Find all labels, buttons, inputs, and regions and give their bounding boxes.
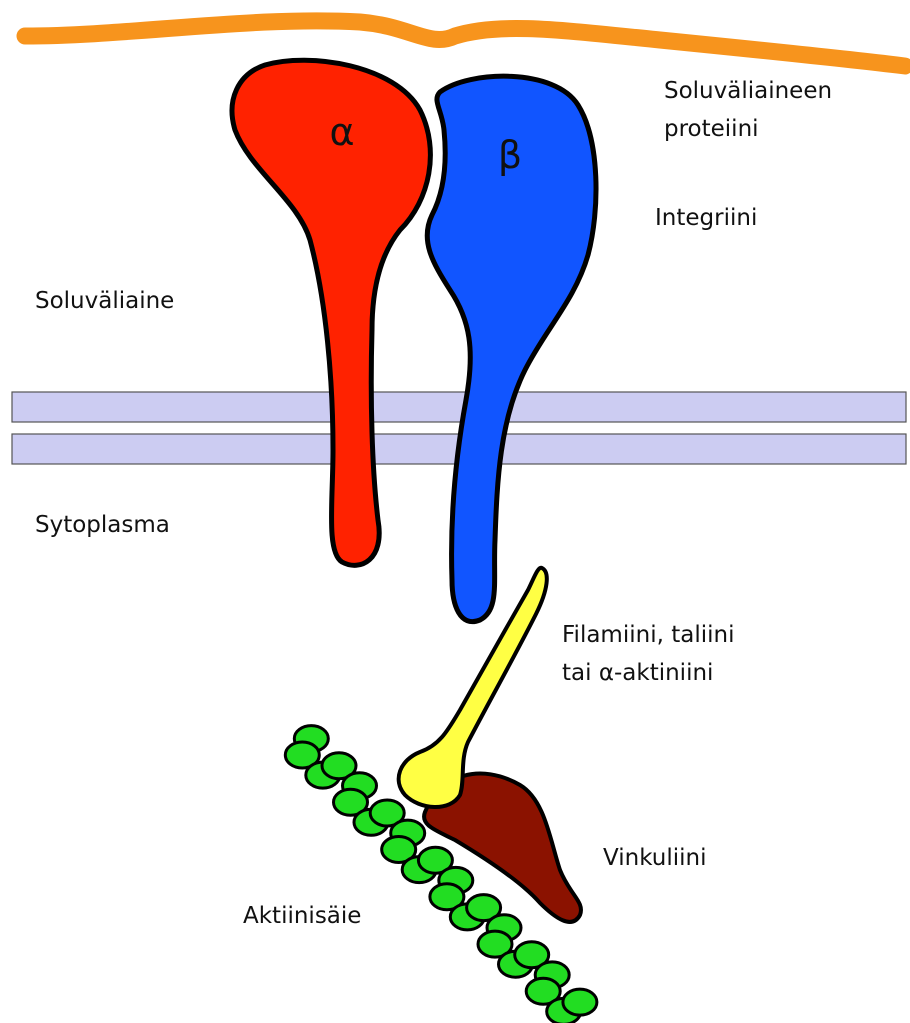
vinculin-label: Vinkuliini (603, 841, 707, 875)
adaptor-label-line1: Filamiini, taliini (562, 618, 734, 652)
alpha-subunit-label: α (329, 110, 354, 154)
integrin-label: Integriini (655, 201, 757, 235)
ecm-label: Soluväliaine (35, 284, 174, 318)
actin-monomer (563, 989, 597, 1015)
membrane-outer-layer (12, 392, 906, 422)
ecm-protein-label-line2: proteiini (664, 112, 759, 146)
ecm-protein-label-line1: Soluväliaineen (664, 74, 832, 108)
actin-label: Aktiinisäie (243, 899, 361, 933)
beta-subunit-label: β (498, 133, 522, 177)
cytoplasm-label: Sytoplasma (35, 508, 170, 542)
adaptor-label-line2: tai α-aktiniini (562, 656, 713, 690)
ecm-protein-fiber (25, 21, 905, 66)
